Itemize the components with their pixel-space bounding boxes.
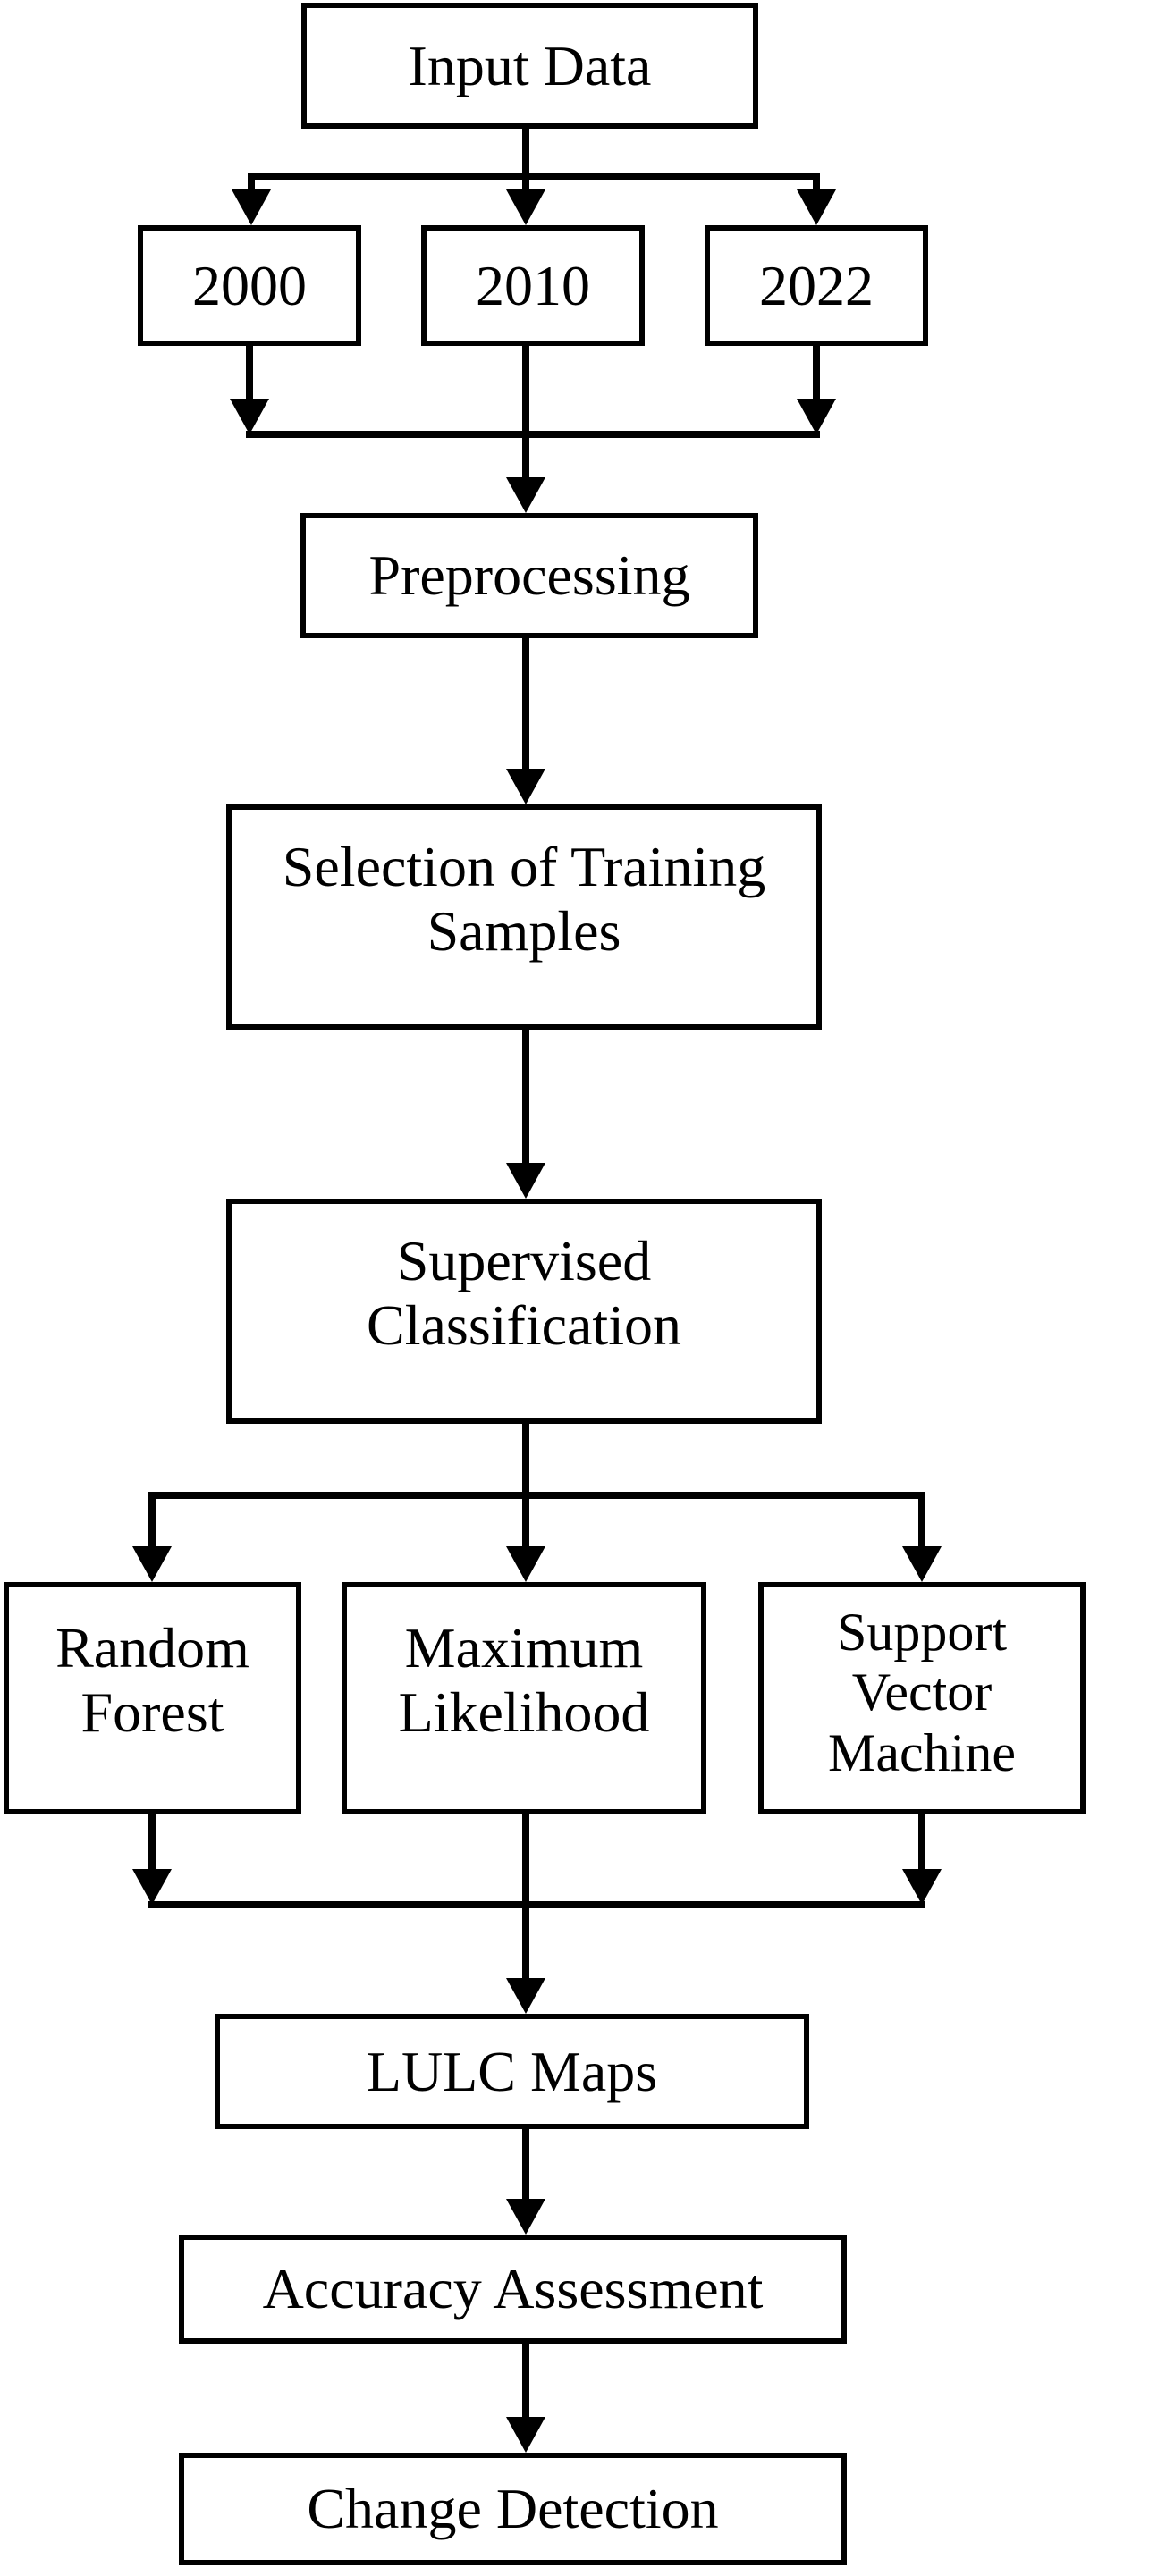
arrowhead-to-maximum-likelihood (506, 1546, 545, 1582)
arrowhead-to-svm (902, 1546, 942, 1582)
arrowhead-to-random-forest (132, 1546, 172, 1582)
edge-to-2000-stem (248, 173, 255, 191)
arrowhead-to-2010 (506, 189, 545, 225)
node-input-data-label: Input Data (408, 33, 652, 97)
arrowhead-from-2000 (230, 399, 269, 434)
node-year-2022-label: 2022 (759, 253, 874, 317)
arrowhead-to-2000 (232, 189, 271, 225)
arrowhead-to-lulc-maps (506, 1978, 545, 2014)
node-input-data: Input Data (301, 3, 758, 129)
edge-supervised-stem (522, 1422, 529, 1499)
arrowhead-to-preprocessing (506, 477, 545, 513)
node-supervised-classification: Supervised Classification (226, 1199, 822, 1424)
edge-lulc-to-accuracy (522, 2127, 529, 2201)
edge-merge-bar-lulc (148, 1901, 925, 1908)
edge-to-maximum-likelihood-stem (522, 1499, 529, 1548)
node-change-detection-label: Change Detection (307, 2477, 719, 2541)
node-random-forest-label: Random Forest (55, 1616, 249, 1744)
arrowhead-to-change-detection (506, 2417, 545, 2453)
node-maximum-likelihood-label: Maximum Likelihood (398, 1616, 650, 1744)
node-support-vector-machine: Support Vector Machine (758, 1582, 1086, 1814)
arrowhead-to-selection (506, 769, 545, 804)
edge-input-split-bar (248, 173, 820, 180)
edge-accuracy-to-change (522, 2342, 529, 2419)
node-supervised-classification-label: Supervised Classification (367, 1229, 681, 1357)
node-year-2000: 2000 (138, 225, 361, 346)
arrowhead-from-2022 (797, 399, 836, 434)
node-year-2022: 2022 (705, 225, 928, 346)
node-random-forest: Random Forest (4, 1582, 301, 1814)
node-year-2010: 2010 (421, 225, 645, 346)
node-preprocessing-label: Preprocessing (368, 543, 690, 608)
edge-from-2000-stem (246, 344, 253, 400)
edge-from-svm-stem (918, 1813, 925, 1871)
edge-from-2022-stem (813, 344, 820, 400)
arrowhead-from-svm (902, 1869, 942, 1905)
node-preprocessing: Preprocessing (300, 513, 758, 638)
arrowhead-to-accuracy-assessment (506, 2199, 545, 2235)
node-lulc-maps-label: LULC Maps (366, 2039, 658, 2103)
edge-merge-bar-preprocessing (246, 431, 820, 438)
node-selection-of-training-samples-label: Selection of Training Samples (282, 835, 766, 963)
edge-classifier-split-bar (148, 1492, 925, 1499)
node-accuracy-assessment-label: Accuracy Assessment (262, 2257, 764, 2321)
edge-preprocessing-to-selection (522, 636, 529, 772)
arrowhead-from-random-forest (132, 1869, 172, 1905)
edge-to-svm-stem (918, 1492, 925, 1548)
node-change-detection: Change Detection (179, 2453, 847, 2565)
edge-to-random-forest-stem (148, 1492, 156, 1548)
arrowhead-to-supervised (506, 1163, 545, 1199)
node-maximum-likelihood: Maximum Likelihood (342, 1582, 706, 1814)
edge-from-2010-stem (522, 344, 529, 479)
node-year-2010-label: 2010 (476, 253, 590, 317)
node-lulc-maps: LULC Maps (215, 2014, 809, 2129)
edge-input-data-stem (522, 125, 529, 191)
edge-from-random-forest-stem (148, 1813, 156, 1871)
node-support-vector-machine-label: Support Vector Machine (828, 1603, 1016, 1782)
edge-selection-to-supervised (522, 1028, 529, 1165)
arrowhead-to-2022 (797, 189, 836, 225)
edge-to-2022-stem (813, 173, 820, 191)
node-accuracy-assessment: Accuracy Assessment (179, 2235, 847, 2344)
node-selection-of-training-samples: Selection of Training Samples (226, 804, 822, 1030)
edge-from-maximum-likelihood-stem (522, 1813, 529, 1980)
node-year-2000-label: 2000 (192, 253, 307, 317)
